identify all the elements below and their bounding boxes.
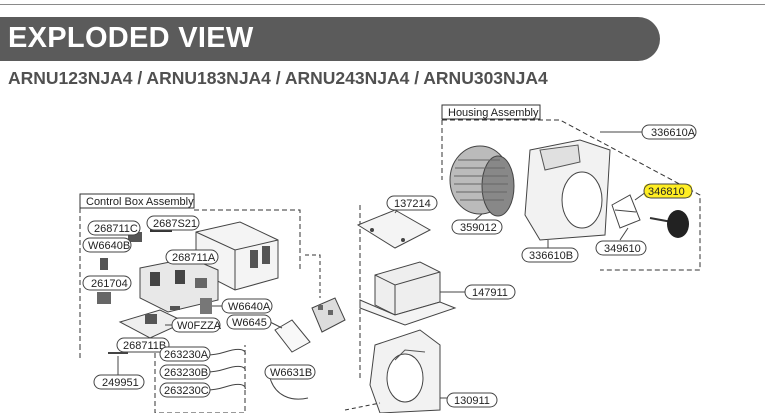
part-tag-359012[interactable] <box>451 219 503 235</box>
pcb-connector-line <box>305 254 321 298</box>
part-label-268711C: 268711C <box>94 223 138 235</box>
part-tag-263230C[interactable] <box>159 382 211 398</box>
page-title: EXPLODED VIEW <box>8 22 254 54</box>
control-box-label-box <box>79 193 195 209</box>
part-label-336610B: 336610B <box>529 250 573 262</box>
part-label-336610A: 336610A <box>651 127 696 139</box>
part-label-137214: 137214 <box>394 198 431 210</box>
part-label-261704: 261704 <box>91 278 128 290</box>
part-label-346810: 346810 <box>648 186 685 198</box>
part-label-W6645: W6645 <box>232 317 267 329</box>
part-label-147911: 147911 <box>472 287 508 299</box>
part-label-263230A: 263230A <box>164 349 209 361</box>
main-pcb-drawing <box>311 297 346 333</box>
part-tag-346810[interactable] <box>643 183 693 199</box>
part-tag-349610[interactable] <box>595 240 647 256</box>
control-box-outline <box>79 208 301 345</box>
part-label-W0FZZA: W0FZZA <box>177 320 222 332</box>
part-tag-147911[interactable] <box>464 284 516 300</box>
wiring-group-outline <box>79 345 246 413</box>
scroll-housing-lower-drawing <box>344 329 441 413</box>
control-box-label: Control Box Assembly <box>86 196 194 208</box>
housing-assembly-outline <box>441 119 701 271</box>
part-tag-W6640B[interactable] <box>82 237 132 253</box>
part-tag-249951[interactable] <box>93 374 145 390</box>
motor-bracket-drawing <box>611 194 641 229</box>
part-tag-W6640A[interactable] <box>221 298 273 314</box>
housing-assembly-label-box <box>441 104 541 120</box>
part-label-2687S21: 2687S21 <box>153 218 197 230</box>
control-pcb-drawing <box>139 257 219 313</box>
part-tag-261704[interactable] <box>82 275 132 291</box>
drain-pan-box-drawing <box>359 261 457 326</box>
part-label-249951: 249951 <box>102 377 139 389</box>
part-label-268711A: 268711A <box>172 252 216 264</box>
part-tag-268711C[interactable] <box>87 220 141 236</box>
part-label-263230C: 263230C <box>164 385 209 397</box>
part-tag-263230A[interactable] <box>159 346 211 362</box>
part-tag-137214[interactable] <box>386 195 438 211</box>
part-label-349610: 349610 <box>604 243 641 255</box>
part-label-263230B: 263230B <box>164 367 208 379</box>
part-tag-W0FZZA[interactable] <box>171 317 221 333</box>
part-tag-268711B[interactable] <box>116 337 170 353</box>
scroll-housing-upper-drawing <box>524 139 611 241</box>
part-tag-W6645[interactable] <box>226 314 272 330</box>
part-label-359012: 359012 <box>460 222 497 234</box>
motor-drawing <box>649 210 689 238</box>
part-tag-W6631B[interactable] <box>264 364 316 380</box>
leader-359012 <box>474 213 483 221</box>
cover-plate-drawing <box>356 209 432 249</box>
part-highlight-346810 <box>644 184 692 198</box>
insulation-sheet-drawing <box>274 319 311 353</box>
part-tag-268711A[interactable] <box>165 249 219 265</box>
blower-wheel-drawing <box>449 145 515 217</box>
leader-349610 <box>619 227 629 241</box>
part-tag-130911[interactable] <box>446 392 498 408</box>
part-tag-336610A[interactable] <box>641 124 697 140</box>
part-tag-263230B[interactable] <box>159 364 211 380</box>
top-rule <box>0 4 765 5</box>
part-label-W6640B: W6640B <box>88 240 130 252</box>
leader-W6645 <box>269 321 283 329</box>
part-label-268711B: 268711B <box>123 340 166 352</box>
part-label-130911: 130911 <box>454 395 490 407</box>
part-label-W6640A: W6640A <box>228 301 271 313</box>
part-tag-336610B[interactable] <box>521 247 579 263</box>
small-parts-drawing <box>97 258 212 314</box>
part-label-W6631B: W6631B <box>270 367 312 379</box>
model-numbers: ARNU123NJA4 / ARNU183NJA4 / ARNU243NJA4 … <box>8 68 548 88</box>
housing-assembly-label: Housing Assembly <box>448 107 539 119</box>
title-banner <box>0 17 660 61</box>
part-tag-2687S21[interactable] <box>146 215 200 231</box>
